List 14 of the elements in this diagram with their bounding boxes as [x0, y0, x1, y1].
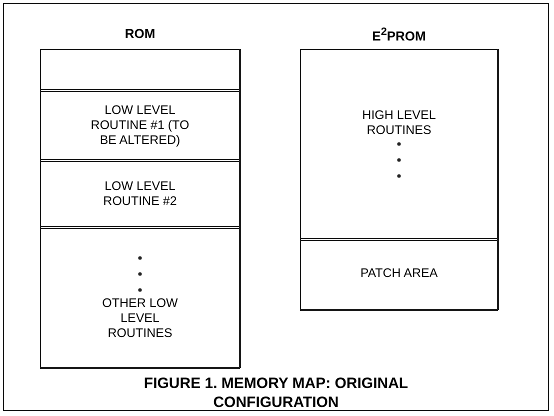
memory-segment [40, 48, 240, 92]
memory-segment [40, 158, 240, 229]
segment-label: LOW LEVEL ROUTINE #2 [102, 178, 178, 209]
figure-caption: FIGURE 1. MEMORY MAP: ORIGINAL CONFIGURATION [142, 374, 410, 412]
memory-segment [300, 238, 498, 310]
memory-heading: ROM [124, 26, 156, 41]
memory-segment [40, 226, 240, 368]
memory-segment [300, 48, 498, 241]
segment-label: OTHER LOW LEVEL ROUTINES [101, 296, 179, 342]
memory-segment [40, 88, 240, 162]
segment-label: PATCH AREA [359, 266, 439, 282]
memory-heading: E$^{2}$PROM [371, 26, 427, 44]
segment-label: LOW LEVEL ROUTINE #1 (TO BE ALTERED) [90, 102, 190, 148]
segment-label: HIGH LEVEL ROUTINES [361, 108, 437, 138]
